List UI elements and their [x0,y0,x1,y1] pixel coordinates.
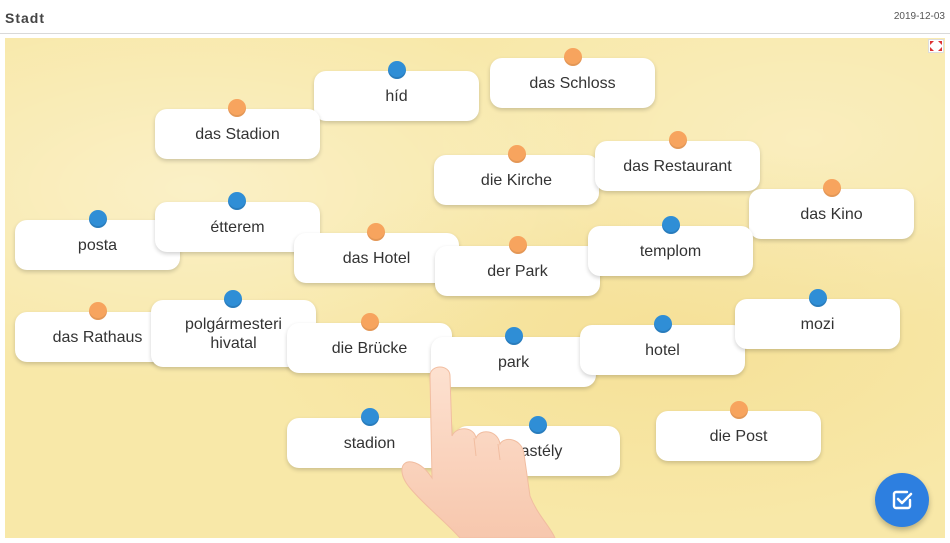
card-das-hotel[interactable]: das Hotel [294,223,459,283]
connector-dot[interactable] [662,216,680,234]
connector-dot[interactable] [388,61,406,79]
card-label: die Post [709,427,768,445]
card-label: stadion [343,434,396,452]
card-hid[interactable]: híd [314,61,479,121]
card-hotel[interactable]: hotel [580,315,745,375]
card-label: templom [639,242,702,260]
connector-dot[interactable] [669,131,687,149]
card-label: híd [385,87,408,105]
card-das-restaurant[interactable]: das Restaurant [595,131,760,191]
card-label: polgármesteri hivatal [185,315,282,352]
card-label: das Restaurant [623,157,732,175]
card-die-kirche[interactable]: die Kirche [434,145,599,205]
card-label: das Hotel [342,249,411,267]
card-label: das Kino [800,205,863,223]
page-title: Stadt [5,10,45,26]
card-label: die Kirche [480,171,553,189]
connector-dot[interactable] [361,313,379,331]
card-label: étterem [210,218,265,236]
card-label: das Rathaus [52,328,143,346]
connector-dot[interactable] [89,210,107,228]
card-kastely[interactable]: kastély [455,416,620,476]
card-label: der Park [487,262,548,280]
card-label: die Brücke [331,339,408,357]
card-label: hotel [645,341,680,359]
card-label: das Stadion [195,125,280,143]
card-etterem[interactable]: étterem [155,192,320,252]
card-stadion[interactable]: stadion [287,408,452,468]
connector-dot[interactable] [823,179,841,197]
connector-dot[interactable] [367,223,385,241]
card-der-park[interactable]: der Park [435,236,600,296]
connector-dot[interactable] [361,408,379,426]
connector-dot[interactable] [508,145,526,163]
date-label: 2019-12-03 [893,11,945,22]
connector-dot[interactable] [509,236,527,254]
card-label: das Schloss [529,74,616,92]
card-label: park [497,353,530,371]
card-mozi[interactable]: mozi [735,289,900,349]
connector-dot[interactable] [529,416,547,434]
check-square-icon [892,490,913,510]
connector-dot[interactable] [228,99,246,117]
card-das-schloss[interactable]: das Schloss [490,48,655,108]
card-posta[interactable]: posta [15,210,180,270]
card-label: mozi [800,315,835,333]
connector-dot[interactable] [809,289,827,307]
card-die-brucke[interactable]: die Brücke [287,313,452,373]
fullscreen-button[interactable] [928,39,944,53]
check-button[interactable] [875,473,929,527]
card-park[interactable]: park [431,327,596,387]
connector-dot[interactable] [224,290,242,308]
connector-dot[interactable] [89,302,107,320]
card-die-post[interactable]: die Post [656,401,821,461]
connector-dot[interactable] [564,48,582,66]
connector-dot[interactable] [505,327,523,345]
card-label: kastély [512,442,563,460]
card-das-stadion[interactable]: das Stadion [155,99,320,159]
card-label: posta [77,236,118,254]
card-das-kino[interactable]: das Kino [749,179,914,239]
header-bar: Stadt 2019-12-03 [0,0,950,34]
fullscreen-icon [930,41,942,51]
game-board: híd das Schloss das Stadion die Kirche d… [5,38,945,538]
connector-dot[interactable] [228,192,246,210]
connector-dot[interactable] [730,401,748,419]
connector-dot[interactable] [654,315,672,333]
card-templom[interactable]: templom [588,216,753,276]
